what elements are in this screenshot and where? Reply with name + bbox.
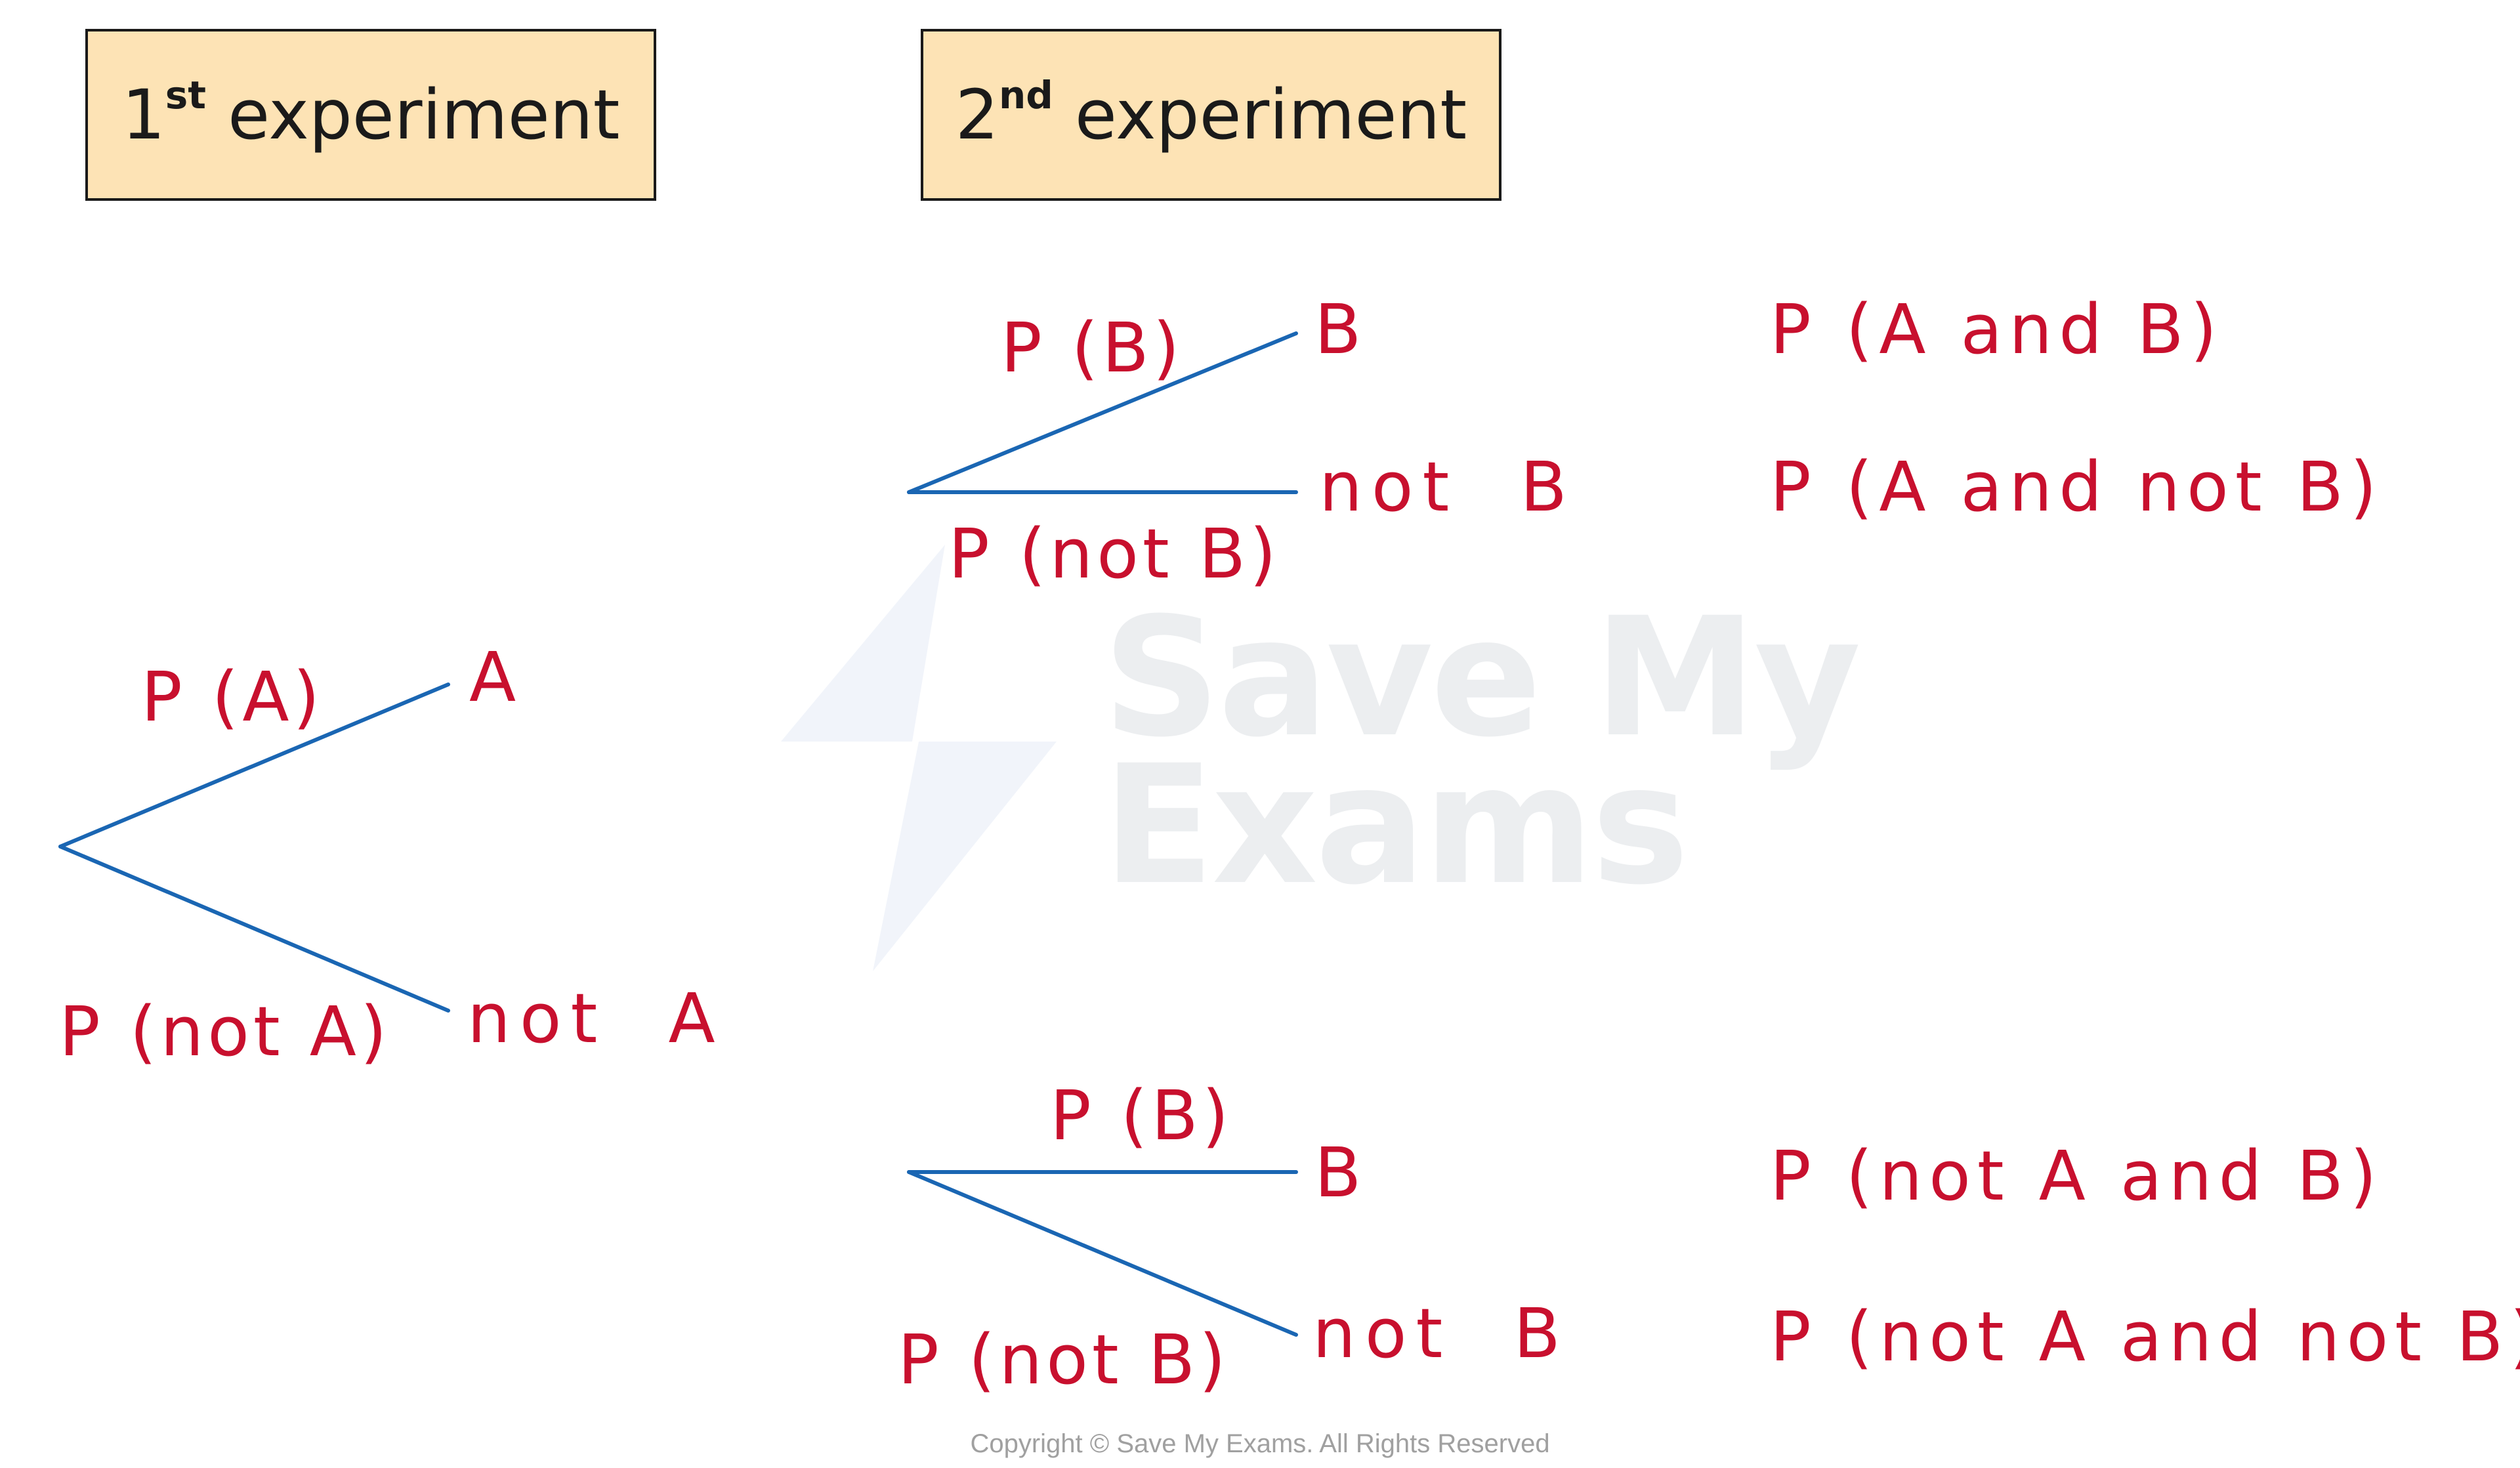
outcome-a-label: A	[469, 637, 526, 717]
second-header-word: experiment	[1074, 75, 1467, 155]
branch-lower-to-not-b	[907, 1170, 1298, 1337]
second-header-superscript: nd	[998, 73, 1053, 118]
upper-prob-b-label: P (B)	[1001, 308, 1184, 388]
prob-a-label: P (A)	[141, 657, 324, 737]
result-a-and-not-b: P (A and not B)	[1770, 447, 2384, 527]
second-experiment-header: 2nd experiment	[921, 29, 1502, 201]
watermark-text: Save My Exams	[1102, 582, 1861, 921]
lower-outcome-not-b-label: not B	[1312, 1293, 1570, 1374]
watermark-bolt-icon	[781, 545, 1057, 971]
copyright-notice: Copyright © Save My Exams. All Rights Re…	[970, 1429, 1550, 1458]
first-experiment-header: 1st experiment	[85, 29, 656, 201]
upper-outcome-b-label: B	[1314, 289, 1371, 369]
first-header-word: experiment	[228, 75, 620, 155]
branch-upper-to-b	[907, 331, 1298, 494]
first-header-number: 1	[121, 75, 165, 155]
outcome-not-a-label: not A	[467, 978, 724, 1059]
upper-outcome-not-b-label: not B	[1319, 447, 1576, 527]
lower-outcome-b-label: B	[1314, 1133, 1371, 1213]
result-not-a-and-b: P (not A and B)	[1770, 1136, 2384, 1216]
result-a-and-b: P (A and B)	[1770, 289, 2224, 369]
second-header-number: 2	[955, 75, 999, 155]
lower-prob-not-b-label: P (not B)	[898, 1320, 1230, 1400]
result-not-a-and-not-b: P (not A and not B)	[1770, 1297, 2520, 1377]
watermark-line-2: Exams	[1102, 730, 1689, 921]
upper-prob-not-b-label: P (not B)	[948, 514, 1280, 594]
prob-not-a-label: P (not A)	[59, 992, 391, 1072]
first-header-superscript: st	[165, 73, 206, 118]
lower-prob-b-label: P (B)	[1050, 1076, 1233, 1156]
watermark-line-1: Save My	[1102, 582, 1861, 773]
branch-root-to-not-a	[58, 845, 450, 1013]
branch-root-to-a	[58, 682, 450, 849]
